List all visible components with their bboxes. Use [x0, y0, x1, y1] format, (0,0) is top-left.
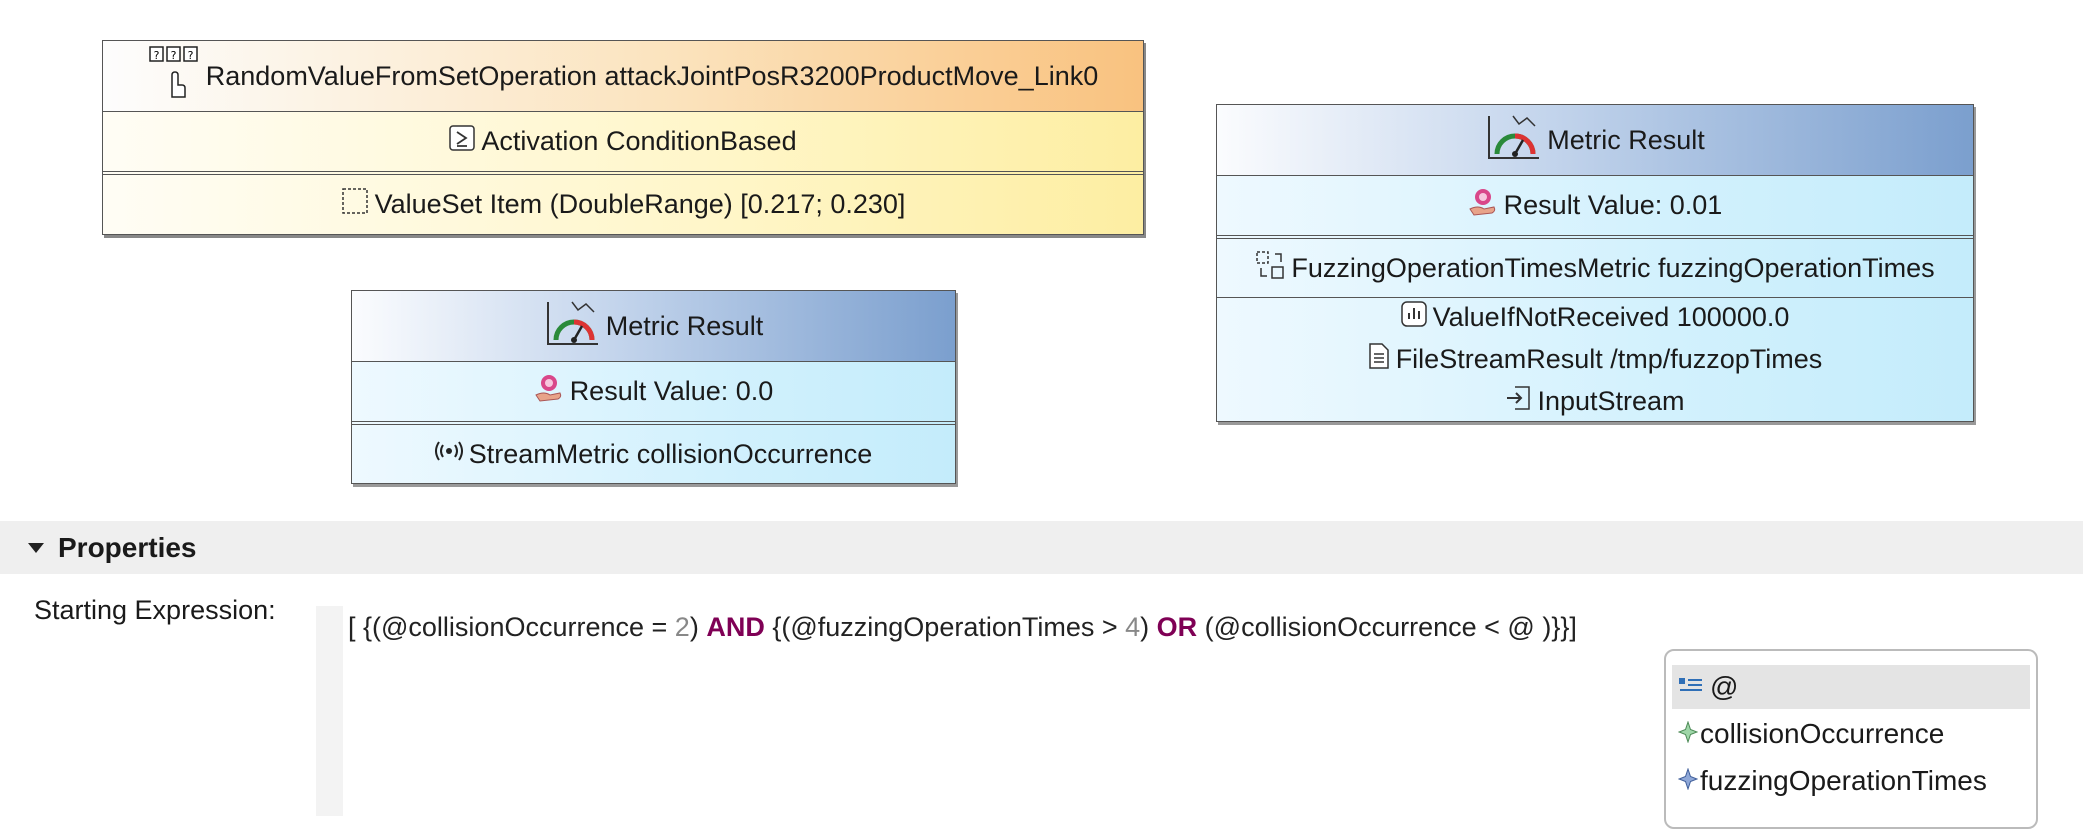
valueset-icon	[341, 187, 369, 222]
properties-section-header[interactable]: Properties	[0, 521, 2083, 574]
metric-details: ValueIfNotReceived 100000.0 FileStreamRe…	[1217, 297, 1973, 421]
result-value-text: Result Value: 0.01	[1503, 190, 1723, 220]
result-hand-icon	[1468, 187, 1498, 224]
activation-text: Activation ConditionBased	[481, 126, 797, 156]
condition-icon	[449, 125, 476, 158]
svg-text:?: ?	[170, 49, 176, 62]
file-icon	[1368, 342, 1390, 377]
result-hand-icon	[534, 373, 564, 410]
metric-result-node-right[interactable]: Metric Result Result Value: 0.01 Fuzzing…	[1216, 104, 1974, 422]
input-icon	[1505, 385, 1531, 418]
result-value-row[interactable]: Result Value: 0.0	[352, 361, 955, 421]
expr-part: [ {(@collisionOccurrence =	[348, 612, 675, 642]
template-icon	[1678, 671, 1704, 703]
node-header: ? ? ? RandomValueFromSetOperation attack…	[103, 41, 1143, 111]
stream-metric-text: StreamMetric collisionOccurrence	[468, 438, 873, 469]
input-stream-text: InputStream	[1537, 386, 1685, 416]
starting-expression-label: Starting Expression:	[34, 595, 276, 625]
expr-part: )	[689, 612, 707, 642]
random-operation-icon: ? ? ?	[148, 45, 200, 108]
activation-row[interactable]: Activation ConditionBased	[103, 111, 1143, 171]
expr-keyword-and: AND	[706, 612, 765, 642]
result-value-text: Result Value: 0.0	[569, 376, 774, 406]
metric-header-text: Metric Result	[1547, 124, 1705, 155]
random-value-operation-node[interactable]: ? ? ? RandomValueFromSetOperation attack…	[102, 40, 1144, 235]
fuzzing-metric-icon	[1255, 250, 1285, 287]
expr-part: )	[1140, 612, 1157, 642]
gauge-chart-icon	[544, 298, 600, 355]
expr-keyword-or: OR	[1156, 612, 1198, 642]
expr-number: 4	[1125, 612, 1141, 642]
metric-header-text: Metric Result	[605, 310, 764, 341]
autocomplete-item-at[interactable]: @	[1672, 665, 2030, 709]
autocomplete-item-collision[interactable]: collisionOccurrence	[1672, 712, 2030, 756]
collapse-triangle-icon[interactable]	[28, 542, 44, 553]
metric-result-node-left[interactable]: Metric Result Result Value: 0.0 StreamMe…	[351, 290, 956, 484]
autocomplete-item-label: collisionOccurrence	[1700, 718, 1945, 749]
file-stream-row[interactable]: FileStreamResult /tmp/fuzzopTimes	[1368, 341, 1823, 379]
expression-text[interactable]: [ {(@collisionOccurrence = 2) AND {(@fuz…	[348, 612, 1577, 643]
metric-header: Metric Result	[1217, 105, 1973, 175]
autocomplete-popup[interactable]: @ collisionOccurrence fuzzingOperationTi…	[1664, 649, 2038, 829]
svg-text:?: ?	[187, 49, 193, 62]
properties-title: Properties	[58, 531, 197, 563]
value-if-not-received-row[interactable]: ValueIfNotReceived 100000.0	[1400, 299, 1790, 337]
expr-part: (@collisionOccurrence < @ )}}]	[1197, 612, 1577, 642]
stream-metric-row[interactable]: StreamMetric collisionOccurrence	[352, 421, 955, 483]
autocomplete-item-label: fuzzingOperationTimes	[1700, 765, 1987, 796]
value-if-not-received-text: ValueIfNotReceived 100000.0	[1432, 302, 1790, 332]
file-stream-text: FileStreamResult /tmp/fuzzopTimes	[1395, 344, 1823, 374]
metric-star-icon	[1677, 718, 1699, 750]
fuzzing-metric-text: FuzzingOperationTimesMetric fuzzingOpera…	[1291, 252, 1935, 283]
gauge-chart-icon	[1485, 112, 1541, 169]
autocomplete-item-fuzzing[interactable]: fuzzingOperationTimes	[1672, 759, 2030, 803]
input-stream-row[interactable]: InputStream	[1505, 383, 1685, 421]
valueset-text: ValueSet Item (DoubleRange) [0.217; 0.23…	[374, 189, 906, 219]
bar-chart-icon	[1400, 301, 1427, 334]
metric-header: Metric Result	[352, 291, 955, 361]
autocomplete-item-label: @	[1710, 671, 1739, 702]
expr-number: 2	[674, 612, 690, 642]
node-header-text: RandomValueFromSetOperation attackJointP…	[205, 60, 1099, 91]
svg-text:?: ?	[153, 49, 159, 62]
expr-part: {(@fuzzingOperationTimes >	[764, 612, 1126, 642]
fuzzing-metric-row[interactable]: FuzzingOperationTimesMetric fuzzingOpera…	[1217, 235, 1973, 297]
metric-star-icon	[1677, 765, 1699, 797]
valueset-row[interactable]: ValueSet Item (DoubleRange) [0.217; 0.23…	[103, 171, 1143, 234]
broadcast-icon	[434, 439, 463, 470]
result-value-row[interactable]: Result Value: 0.01	[1217, 175, 1973, 235]
